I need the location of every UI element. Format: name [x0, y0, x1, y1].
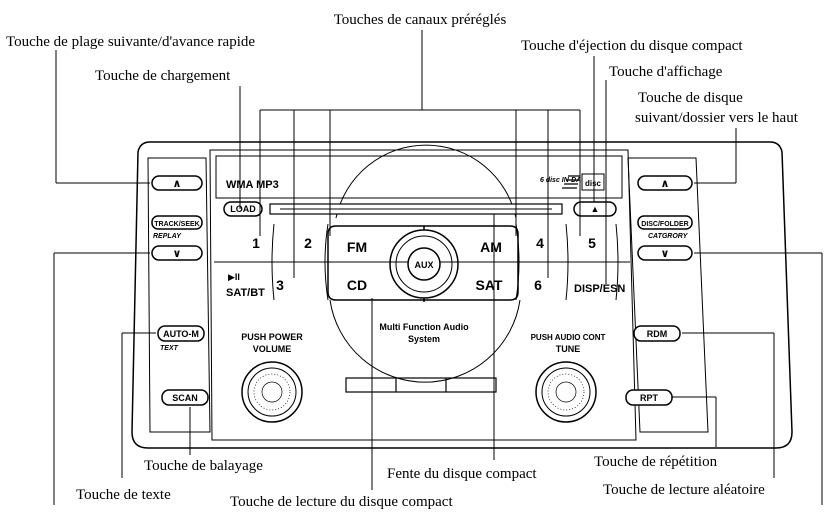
load-label: LOAD [230, 204, 256, 214]
preset-4-button[interactable]: 4 [536, 235, 544, 251]
disc-folder-label-button[interactable]: DISC/FOLDER [637, 215, 693, 230]
push-power-label: PUSH POWER [241, 332, 303, 342]
changer-badge: 6 disc IN-DASH [540, 177, 592, 184]
down-arrow-icon: ∨ [173, 248, 182, 260]
text-label: TEXT [160, 345, 179, 352]
down-arrow-icon: ∨ [661, 248, 670, 260]
volume-knob[interactable] [241, 361, 303, 423]
up-arrow-icon: ∧ [661, 178, 670, 190]
up-arrow-icon: ∧ [173, 178, 182, 190]
tune-label: TUNE [556, 344, 581, 354]
radio-faceplate [131, 141, 793, 449]
svg-text:TRACK/SEEK: TRACK/SEEK [154, 221, 200, 228]
callout-disc-next-2: suivant/dossier vers le haut [635, 110, 799, 126]
preset-1-button[interactable]: 1 [252, 235, 260, 251]
callout-repeat: Touche de répétition [594, 454, 718, 470]
disc-up-button[interactable]: ∧ [637, 175, 693, 191]
sat-bt-button[interactable]: SAT/BT [226, 287, 265, 299]
eject-icon: ▲ [591, 204, 600, 214]
callout-scan: Touche de balayage [144, 458, 263, 474]
volume-label: VOLUME [253, 344, 292, 354]
disp-esn-button[interactable]: DISP/ESN [574, 283, 625, 295]
callout-random: Touche de lecture aléatoire [603, 482, 765, 498]
svg-text:SCAN: SCAN [172, 393, 198, 403]
track-seek-label-button[interactable]: TRACK/SEEK [151, 215, 203, 230]
svg-text:DISC/FOLDER: DISC/FOLDER [641, 221, 688, 228]
rpt-button[interactable]: RPT [625, 389, 673, 406]
push-audio-label: PUSH AUDIO CONT [531, 333, 606, 342]
aux-button[interactable]: AUX [407, 247, 441, 281]
mfa-line-2: System [408, 334, 440, 344]
disc-logo: disc [562, 173, 605, 191]
preset-5-button[interactable]: 5 [588, 235, 596, 251]
mfa-line-1: Multi Function Audio [379, 322, 469, 332]
callout-preset: Touches de canaux préréglés [334, 12, 507, 28]
preset-6-button[interactable]: 6 [534, 277, 542, 293]
load-button[interactable]: LOAD [223, 201, 263, 217]
format-label: WMA MP3 [226, 179, 279, 191]
callout-load: Touche de chargement [95, 68, 231, 84]
disc-down-button[interactable]: ∨ [637, 245, 693, 261]
svg-text:AUX: AUX [414, 260, 433, 270]
preset-3-button[interactable]: 3 [276, 277, 284, 293]
callout-slot: Fente du disque compact [387, 466, 537, 482]
svg-text:AUTO-M: AUTO-M [163, 329, 199, 339]
category-label: CATGRORY [648, 233, 689, 240]
fm-button[interactable]: FM [347, 239, 367, 255]
preset-2-button[interactable]: 2 [304, 235, 312, 251]
cd-button[interactable]: CD [347, 277, 367, 293]
callout-eject: Touche d'éjection du disque compact [521, 38, 743, 54]
svg-text:RDM: RDM [647, 329, 668, 339]
am-button[interactable]: AM [480, 239, 502, 255]
svg-text:disc: disc [585, 179, 602, 188]
svg-text:RPT: RPT [640, 393, 659, 403]
callout-display: Touche d'affichage [609, 64, 723, 80]
cd-slot[interactable] [269, 203, 563, 215]
replay-label: REPLAY [153, 233, 182, 240]
callout-disc-next-1: Touche de disque [638, 90, 743, 106]
mode-cluster [327, 225, 519, 302]
callout-cd-play: Touche de lecture du disque compact [230, 494, 453, 510]
rdm-button[interactable]: RDM [633, 325, 681, 342]
play-pause-icon: ▶II [228, 272, 240, 282]
center-vents [345, 377, 497, 393]
track-down-button[interactable]: ∨ [151, 245, 203, 261]
callout-text: Touche de texte [76, 487, 171, 503]
scan-button[interactable]: SCAN [161, 389, 209, 406]
auto-m-button[interactable]: AUTO-M [157, 325, 205, 342]
tune-knob[interactable] [535, 361, 597, 423]
track-up-button[interactable]: ∧ [151, 175, 203, 191]
sat-button[interactable]: SAT [476, 277, 503, 293]
leader-lines [53, 30, 823, 505]
callout-track-next: Touche de plage suivante/d'avance rapide [6, 34, 255, 50]
